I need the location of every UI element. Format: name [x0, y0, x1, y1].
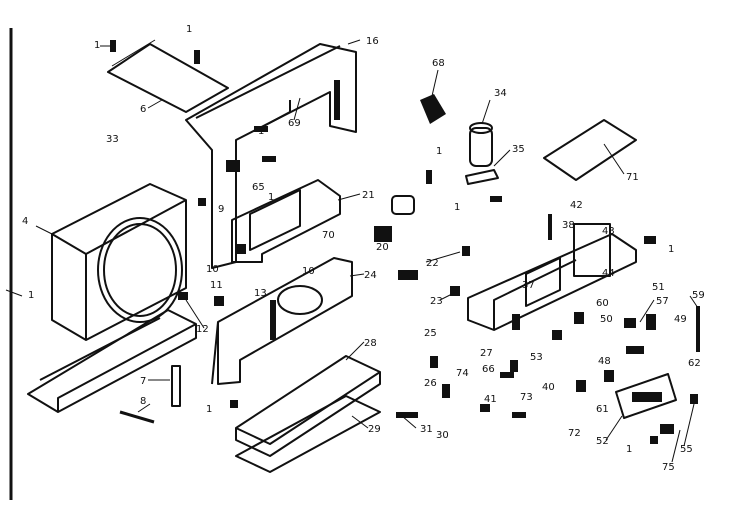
leader-lines: [35, 69, 699, 463]
label-60: 60: [596, 298, 609, 309]
label-24: 24: [364, 270, 377, 281]
label-1h: 1: [436, 146, 442, 157]
label-1: 1: [94, 40, 100, 51]
drain-tray: [235, 395, 381, 473]
label-21: 21: [362, 190, 375, 201]
label-11: 11: [210, 280, 223, 291]
label-65: 65: [252, 182, 265, 193]
label-1c: 1: [668, 244, 674, 255]
label-25: 25: [424, 328, 437, 339]
label-66: 66: [482, 364, 495, 375]
label-49: 49: [674, 314, 687, 325]
label-10b: 10: [302, 266, 315, 277]
label-20: 20: [376, 242, 389, 253]
fan-motor: [374, 195, 415, 242]
label-57: 57: [656, 296, 669, 307]
label-31: 31: [420, 424, 433, 435]
small-hardware: [119, 126, 700, 444]
left-frame-edge: [5, 28, 23, 500]
air-filter: [543, 119, 637, 181]
label-40: 40: [542, 382, 555, 393]
label-53: 53: [530, 352, 543, 363]
label-33: 33: [106, 134, 119, 145]
cover-plate: [100, 39, 229, 113]
label-41: 41: [484, 394, 497, 405]
label-43: 43: [602, 226, 615, 237]
label-1e: 1: [626, 444, 632, 455]
label-71: 71: [626, 172, 639, 183]
control-panel: [615, 373, 677, 419]
filter-block: [420, 94, 446, 124]
control-bracket: [467, 223, 637, 331]
label-75: 75: [662, 462, 675, 473]
label-6: 6: [140, 104, 146, 115]
label-1d: 1: [206, 404, 212, 415]
orifice-plate: [226, 160, 341, 263]
label-62: 62: [688, 358, 701, 369]
label-16: 16: [366, 36, 379, 47]
label-7: 7: [140, 376, 146, 387]
back-panel: [185, 39, 361, 269]
label-1i: 1: [454, 202, 460, 213]
label-28: 28: [364, 338, 377, 349]
label-23: 23: [430, 296, 443, 307]
label-44: 44: [602, 268, 615, 279]
fan-shroud: [51, 183, 187, 341]
label-50: 50: [600, 314, 613, 325]
label-61: 61: [596, 404, 609, 415]
label-52: 52: [596, 436, 609, 447]
label-35: 35: [512, 144, 525, 155]
label-4: 4: [22, 216, 28, 227]
label-59: 59: [692, 290, 705, 301]
label-12: 12: [196, 324, 209, 335]
label-37: 37: [522, 280, 535, 291]
drain-pan: [235, 355, 381, 457]
label-48: 48: [598, 356, 611, 367]
label-22: 22: [426, 258, 439, 269]
partition-panel: [211, 257, 353, 385]
label-1j: 1: [268, 192, 274, 203]
label-26: 26: [424, 378, 437, 389]
label-29: 29: [368, 424, 381, 435]
label-10: 10: [206, 264, 219, 275]
label-9: 9: [218, 204, 224, 215]
label-38: 38: [562, 220, 575, 231]
label-69: 69: [288, 118, 301, 129]
label-30: 30: [436, 430, 449, 441]
base-pan: [27, 309, 197, 413]
label-68: 68: [432, 58, 445, 69]
label-1g: 1: [258, 126, 264, 137]
label-72: 72: [568, 428, 581, 439]
label-27: 27: [480, 348, 493, 359]
capacitor: [465, 122, 499, 185]
label-74: 74: [456, 368, 469, 379]
label-8: 8: [140, 396, 146, 407]
label-42: 42: [570, 200, 583, 211]
label-55: 55: [680, 444, 693, 455]
label-51: 51: [652, 282, 665, 293]
label-73: 73: [520, 392, 533, 403]
part-labels: 1 6 16 33 69 68 34 35 71 65 9 21 70 4 1 …: [22, 24, 705, 473]
label-1f: 1: [186, 24, 192, 35]
label-34: 34: [494, 88, 507, 99]
label-1b: 1: [28, 290, 34, 301]
label-13: 13: [254, 288, 267, 299]
label-70: 70: [322, 230, 335, 241]
